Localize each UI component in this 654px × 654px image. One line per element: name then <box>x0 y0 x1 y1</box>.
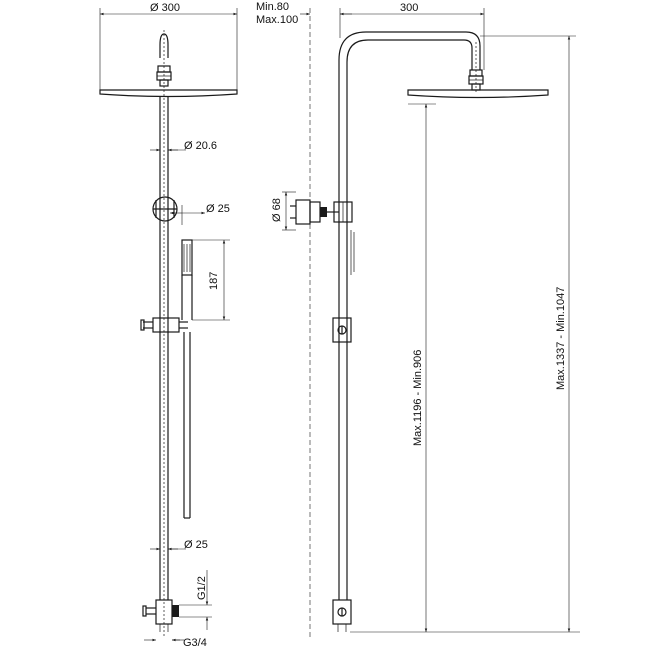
head-diameter-label: Ø 300 <box>150 2 180 14</box>
wall-distance-max-label: Max.100 <box>256 14 298 26</box>
outlet-thread-label: G3/4 <box>183 637 207 649</box>
head-height-label: Max.1196 - Min.906 <box>412 350 424 446</box>
front-view: Ø 300 Ø 20.6 Ø 25 <box>99 2 238 649</box>
shower-head-front <box>99 89 238 98</box>
hand-shower-length-label: 187 <box>208 272 220 290</box>
wall-distance-min-label: Min.80 <box>256 1 289 13</box>
holder-diameter-label: Ø 25 <box>206 203 230 215</box>
inlet-thread-label: G1/2 <box>196 576 208 600</box>
side-view: Min.80 Max.100 300 <box>256 1 580 640</box>
pipe-diameter-label: Ø 20.6 <box>184 140 217 152</box>
diverter-front <box>152 317 180 333</box>
bottom-pipe-diameter-label: Ø 25 <box>184 539 208 551</box>
total-height-label: Max.1337 - Min.1047 <box>555 287 567 390</box>
diverter-side <box>332 317 352 343</box>
wall-bracket-side <box>290 199 353 225</box>
bottom-inlet-side <box>332 599 352 625</box>
bracket-diameter-label: Ø 68 <box>271 198 283 222</box>
hand-shower-front <box>181 239 193 276</box>
riser-pipe-side <box>338 31 481 600</box>
shower-head-side <box>407 89 549 99</box>
arm-length-label: 300 <box>400 2 418 14</box>
